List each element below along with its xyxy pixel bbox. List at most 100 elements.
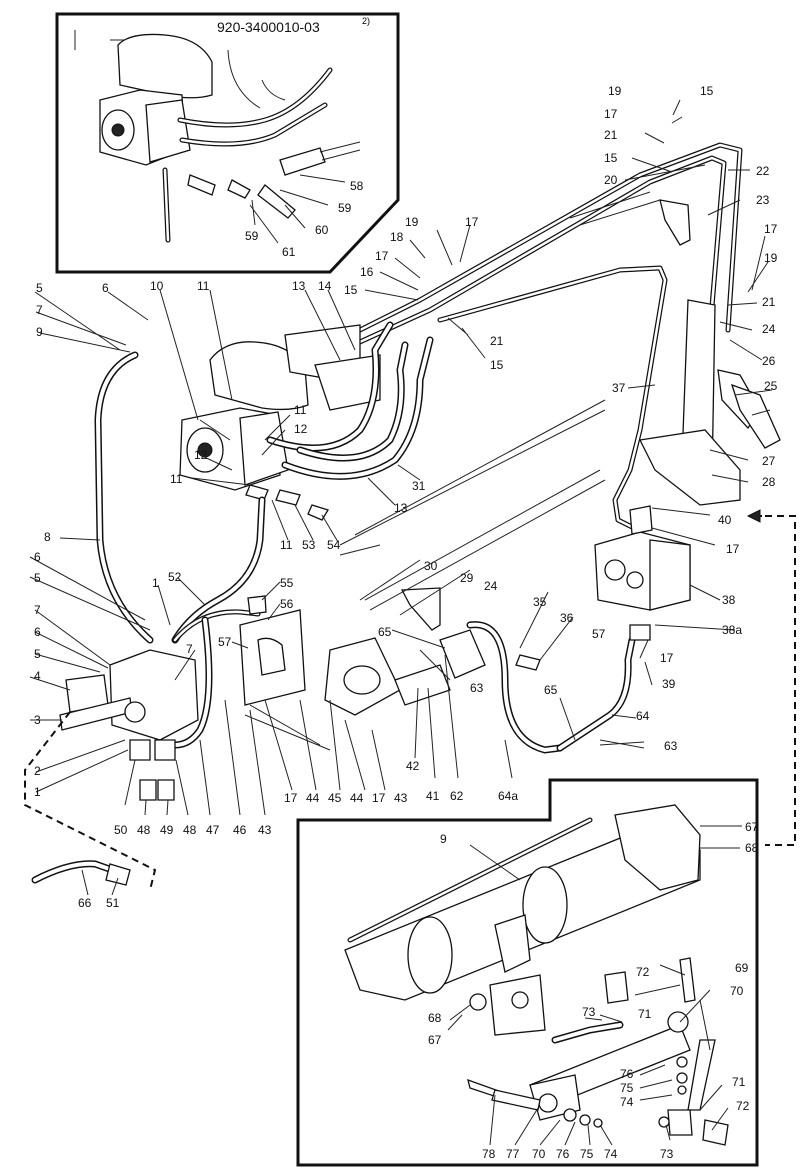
callout-42: 42: [406, 759, 420, 773]
callout-16: 16: [360, 265, 374, 279]
callout-11: 11: [294, 403, 307, 417]
inset-detail-panel: 920-3400010-03 2) 58 59 59 61 60: [55, 12, 400, 274]
callout-35: 35: [533, 595, 547, 609]
callout-71: 71: [638, 1007, 652, 1021]
callout-57: 57: [218, 635, 232, 649]
callout-54: 54: [327, 538, 341, 552]
callout-74: 74: [620, 1095, 634, 1109]
callout-20: 20: [604, 173, 618, 187]
callout-11: 11: [280, 538, 293, 552]
callout-36: 36: [560, 611, 574, 625]
callout-55: 55: [280, 576, 294, 590]
callout-27: 27: [762, 454, 776, 468]
callout-70: 70: [532, 1147, 546, 1161]
drawing-code-note: 2): [362, 16, 370, 26]
callout-49: 49: [160, 823, 174, 837]
callout-66: 9: [440, 832, 447, 846]
callout-58: 58: [350, 179, 364, 193]
callout-24: 24: [762, 322, 776, 336]
callout-15: 15: [344, 283, 358, 297]
callout-73: 73: [582, 1005, 596, 1019]
callout-67: 67: [428, 1033, 442, 1047]
callout-76: 76: [556, 1147, 570, 1161]
callout-5: 5: [36, 281, 43, 295]
callout-1: 1: [152, 576, 159, 590]
callout-26: 26: [762, 354, 776, 368]
callout-17: 17: [465, 215, 479, 229]
callout-6: 6: [102, 281, 109, 295]
callout-43: 43: [394, 791, 408, 805]
callout-63: 63: [470, 681, 484, 695]
callout-5: 5: [34, 571, 41, 585]
callout-4: 4: [34, 669, 41, 683]
callout-47: 47: [206, 823, 220, 837]
callout-75: 75: [580, 1147, 594, 1161]
callout-19: 19: [764, 251, 778, 265]
callout-60: 60: [315, 223, 329, 237]
callout-68: 68: [428, 1011, 442, 1025]
callout-11: 11: [170, 472, 183, 486]
callout-38: 38: [722, 593, 736, 607]
callout-17: 17: [764, 222, 778, 236]
callout-78: 78: [482, 1147, 496, 1161]
drawing-code: 920-3400010-03: [217, 19, 320, 35]
callout-41: 41: [426, 789, 440, 803]
callout-3: 3: [34, 713, 41, 727]
callout-62: 62: [450, 789, 464, 803]
callout-30: 30: [424, 559, 438, 573]
callout-43: 43: [258, 823, 272, 837]
callout-17: 17: [604, 107, 618, 121]
callout-19: 19: [405, 215, 419, 229]
callout-74: 74: [604, 1147, 618, 1161]
callout-65: 65: [378, 625, 392, 639]
callout-65: 65: [544, 683, 558, 697]
callout-72: 72: [736, 1099, 750, 1113]
callout-5: 5: [34, 647, 41, 661]
callout-23: 23: [756, 193, 770, 207]
callout-61: 61: [282, 245, 296, 259]
callout-31: 31: [412, 479, 426, 493]
steering-cylinder-detail-panel: 67 68 9 72 69 70 73 71 68 67 76 75 74 71…: [296, 778, 759, 1167]
callout-25: 25: [764, 379, 778, 393]
callout-18: 18: [390, 230, 404, 244]
callout-22: 22: [756, 164, 770, 178]
callout-9: 9: [36, 325, 43, 339]
callout-21: 21: [762, 295, 776, 309]
callout-40: 40: [718, 513, 732, 527]
callout-46: 46: [233, 823, 247, 837]
callout-77: 77: [506, 1147, 520, 1161]
callout-76: 76: [620, 1067, 634, 1081]
callout-73: 73: [660, 1147, 674, 1161]
callout-68: 68: [745, 841, 759, 855]
callout-1: 1: [34, 785, 41, 799]
callout-21: 21: [604, 128, 618, 142]
callout-12: 12: [194, 448, 208, 462]
callout-75: 75: [620, 1081, 634, 1095]
callout-17: 17: [284, 791, 298, 805]
main-assembly: 19 15 17 21 15 22 20 23 19 17 18 17 16 1…: [24, 84, 796, 910]
callout-13: 13: [292, 279, 306, 293]
callout-12: 12: [294, 422, 308, 436]
callout-37: 37: [612, 381, 626, 395]
callout-7: 7: [186, 642, 193, 656]
callout-17: 17: [375, 249, 389, 263]
callout-29: 29: [460, 571, 474, 585]
callout-15: 15: [490, 358, 504, 372]
callout-69: 69: [735, 961, 749, 975]
callout-70: 70: [730, 984, 744, 998]
callout-56: 56: [280, 597, 294, 611]
callout-6: 6: [34, 550, 41, 564]
callout-17: 17: [660, 651, 674, 665]
callout-24: 24: [484, 579, 498, 593]
callout-2: 2: [34, 764, 41, 778]
callout-67: 67: [745, 820, 759, 834]
callout-17: 17: [726, 542, 740, 556]
callout-45: 45: [328, 791, 342, 805]
callout-50: 50: [114, 823, 128, 837]
callout-59: 59: [245, 229, 259, 243]
callout-53: 53: [302, 538, 316, 552]
callout-39: 39: [662, 677, 676, 691]
callout-44: 44: [306, 791, 320, 805]
callout-11: 11: [197, 279, 210, 293]
callout-21: 21: [490, 334, 504, 348]
